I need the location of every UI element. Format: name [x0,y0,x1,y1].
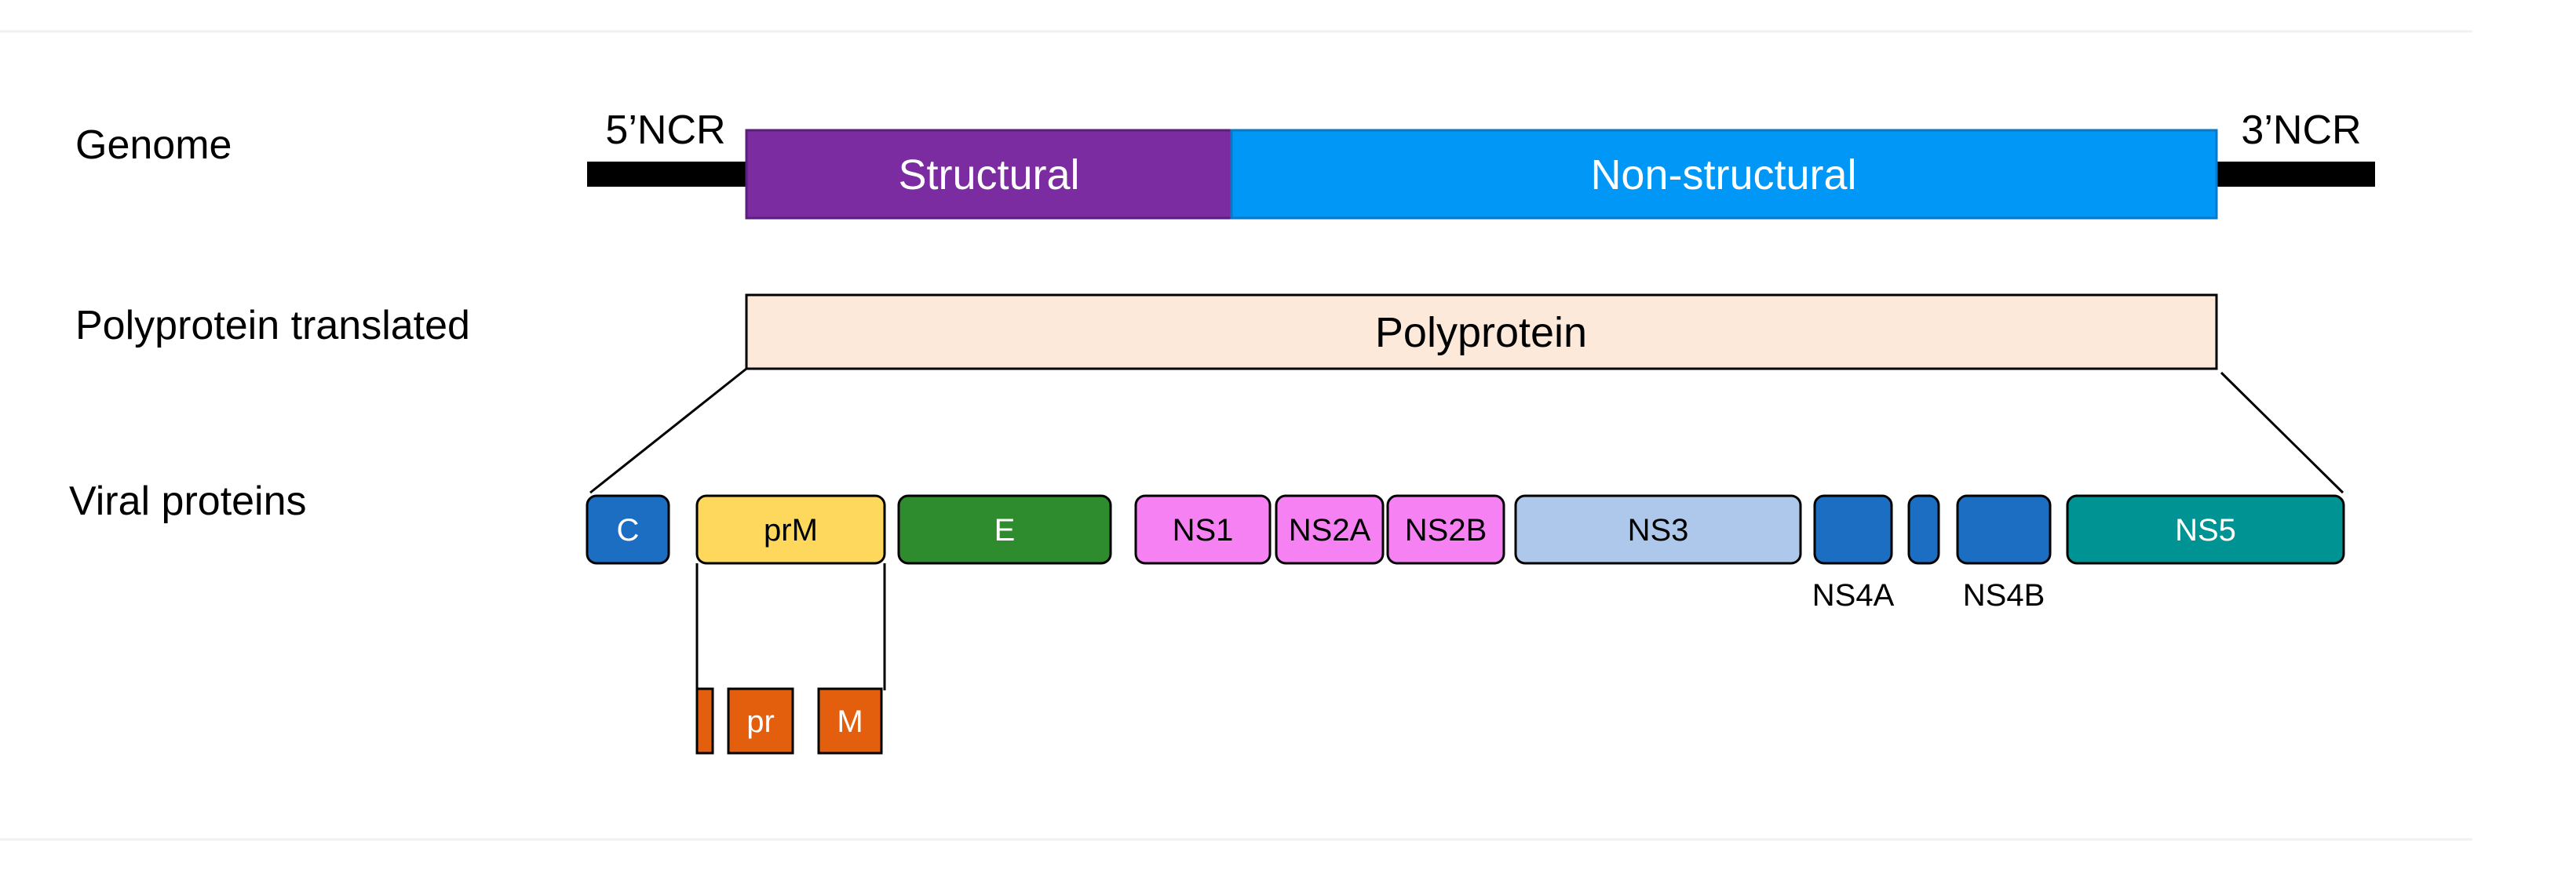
three-prime-ncr-label: 3’NCR [2241,107,2361,153]
protein-label-e: E [994,513,1016,548]
prm-cleavage-products: pr M [695,687,883,755]
cleavage-box-signal-0 [695,687,714,755]
structural-segment [745,129,1233,220]
protein-box-prm [695,494,886,565]
protein-box-segment-8 [1907,494,1940,565]
expansion-line-left [589,367,747,494]
protein-sublabel-ns4b: NS4B [1963,578,2045,613]
expansion-line-right [2220,371,2344,494]
row-label-genome: Genome [75,122,232,168]
protein-box-ns3 [1514,494,1802,565]
protein-label-ns2a: NS2A [1289,513,1371,548]
protein-label-ns2b: NS2B [1405,513,1487,548]
protein-sublabel-ns4a: NS4A [1812,578,1895,613]
protein-box-ns5 [2066,494,2345,565]
protein-box-ns1 [1134,494,1272,565]
cleavage-label-pr: pr [746,704,775,739]
protein-box-ns2b [1386,494,1505,565]
protein-box-c [586,494,670,565]
cleavage-label-m: M [837,704,863,739]
polyprotein-label: Polyprotein [1375,309,1587,356]
structural-label: Structural [898,151,1079,198]
protein-label-ns1: NS1 [1173,513,1234,548]
cleavage-box-pr [727,687,794,755]
cleavage-box-m [817,687,883,755]
nonstructural-label: Non-structural [1590,151,1856,198]
protein-label-prm: prM [764,513,818,548]
nonstructural-segment [1230,129,2218,220]
protein-box-ns4a [1813,494,1893,565]
row-label-viral-proteins: Viral proteins [69,479,307,524]
polyprotein-box [745,293,2218,370]
five-prime-ncr-line [587,162,749,187]
protein-box-ns2a [1275,494,1385,565]
three-prime-ncr-line [2213,162,2375,187]
protein-box-e [897,494,1112,565]
protein-box-ns4b [1956,494,2052,565]
row-label-polyprotein: Polyprotein translated [75,303,470,348]
protein-label-ns3: NS3 [1628,513,1689,548]
protein-label-ns5: NS5 [2175,513,2236,548]
protein-label-c: C [617,513,640,548]
five-prime-ncr-label: 5’NCR [605,107,725,153]
